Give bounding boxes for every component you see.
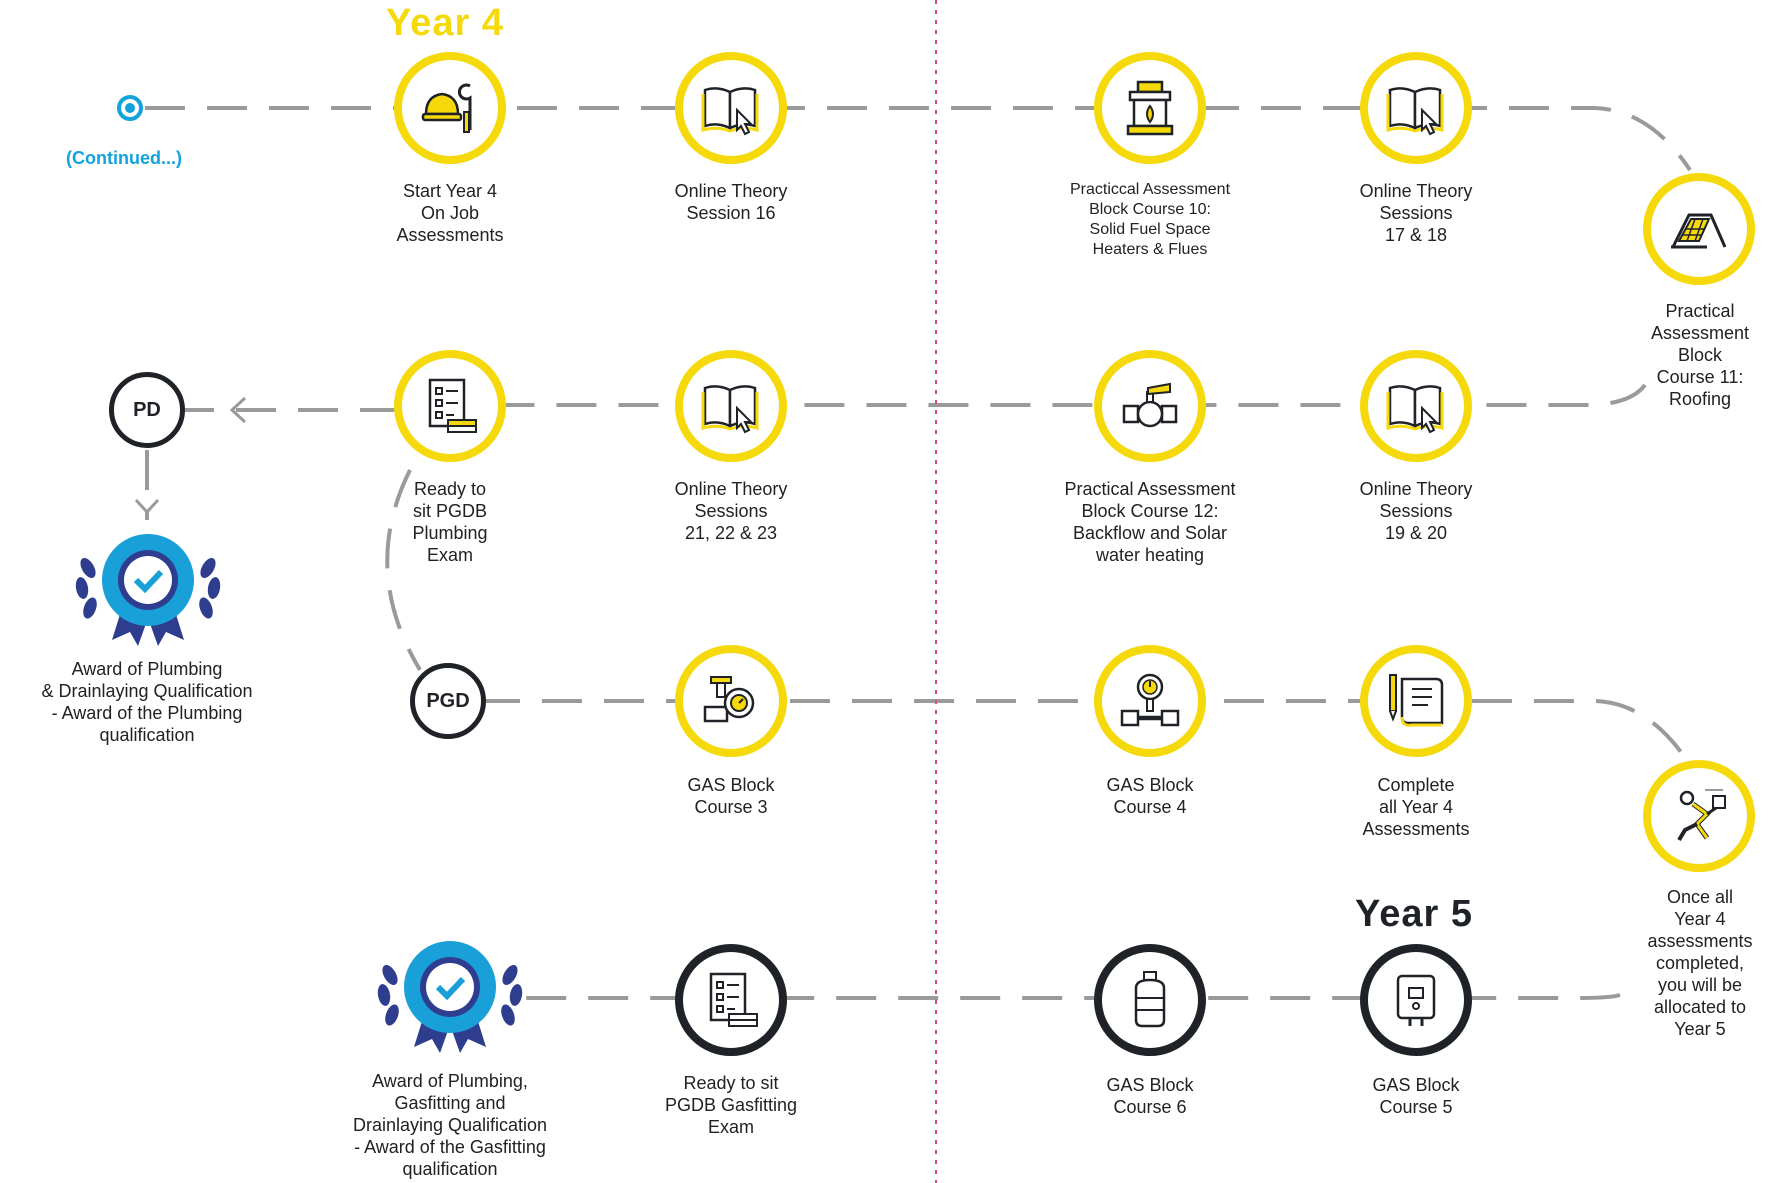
label-award-gasfitting: Award of Plumbing, Gasfitting and Drainl… <box>352 1071 548 1179</box>
step-gas5 <box>1360 944 1472 1056</box>
book-cursor-icon <box>701 87 759 136</box>
label-ready-plumbing: Ready to sit PGDB Plumbing Exam <box>412 479 488 565</box>
checklist-icon <box>428 378 477 433</box>
fireplace-icon <box>1126 80 1174 136</box>
label-practical11: Practical Assessment Block Course 11: Ro… <box>1650 301 1750 409</box>
label-practical10: Practiccal Assessment Block Course 10: S… <box>1069 181 1231 258</box>
step-practical11 <box>1643 173 1755 285</box>
step-gas4 <box>1094 645 1206 757</box>
helmet-wrench-icon <box>421 83 472 133</box>
step-theory19-20 <box>1360 350 1472 462</box>
year5-heading: Year 5 <box>1355 893 1473 935</box>
step-start-year4 <box>394 52 506 164</box>
label-theory19-20: Online Theory Sessions 19 & 20 <box>1359 479 1473 543</box>
valve-icon <box>1122 382 1178 428</box>
step-complete-year4 <box>1360 645 1472 757</box>
label-start-year4: Start Year 4 On Job Assessments <box>396 181 504 245</box>
label-practical12: Practical Assessment Block Course 12: Ba… <box>1064 479 1236 565</box>
label-theory16: Online Theory Session 16 <box>674 181 788 223</box>
roof-icon <box>1671 213 1727 249</box>
label-gas3: GAS Block Course 3 <box>687 775 775 817</box>
water-heater-icon <box>1396 974 1436 1026</box>
book-cursor-icon <box>1386 385 1444 434</box>
continued-label: (Continued...) <box>66 148 182 168</box>
label-ready-gasfitting: Ready to sit PGDB Gasfitting Exam <box>664 1073 798 1137</box>
book-cursor-icon <box>701 385 759 434</box>
award-badge-icon <box>377 941 523 1053</box>
step-practical10 <box>1094 52 1206 164</box>
label-complete-year4: Complete all Year 4 Assessments <box>1362 775 1470 839</box>
scroll-pen-icon <box>1389 674 1444 727</box>
step-theory17-18 <box>1360 52 1472 164</box>
checklist-icon <box>709 972 758 1027</box>
step-gas6 <box>1094 944 1206 1056</box>
label-allocated-year5: Once all Year 4 assessments completed, y… <box>1647 887 1753 1039</box>
award-badge-icon <box>75 534 221 646</box>
year4-heading: Year 4 <box>386 2 504 44</box>
step-practical12 <box>1094 350 1206 462</box>
step-gas3 <box>675 645 787 757</box>
pd-node: PD <box>109 372 185 448</box>
label-theory21-23: Online Theory Sessions 21, 22 & 23 <box>674 479 788 543</box>
pressure-gauge-icon <box>1120 673 1180 727</box>
running-person-icon <box>1677 789 1726 842</box>
label-gas4: GAS Block Course 4 <box>1106 775 1194 817</box>
step-ready-plumbing <box>394 350 506 462</box>
gas-cylinder-icon <box>1134 971 1166 1028</box>
book-cursor-icon <box>1386 87 1444 136</box>
label-theory17-18: Online Theory Sessions 17 & 18 <box>1359 181 1473 245</box>
step-ready-gasfitting <box>675 944 787 1056</box>
gas-meter-icon <box>703 676 755 723</box>
label-gas6: GAS Block Course 6 <box>1106 1075 1194 1117</box>
pgd-node: PGD <box>410 663 486 739</box>
start-marker <box>117 95 143 121</box>
step-theory21-23 <box>675 350 787 462</box>
label-gas5: GAS Block Course 5 <box>1372 1075 1460 1117</box>
step-theory16 <box>675 52 787 164</box>
step-allocated-year5 <box>1643 760 1755 872</box>
label-award-plumbing: Award of Plumbing & Drainlaying Qualific… <box>41 659 253 745</box>
